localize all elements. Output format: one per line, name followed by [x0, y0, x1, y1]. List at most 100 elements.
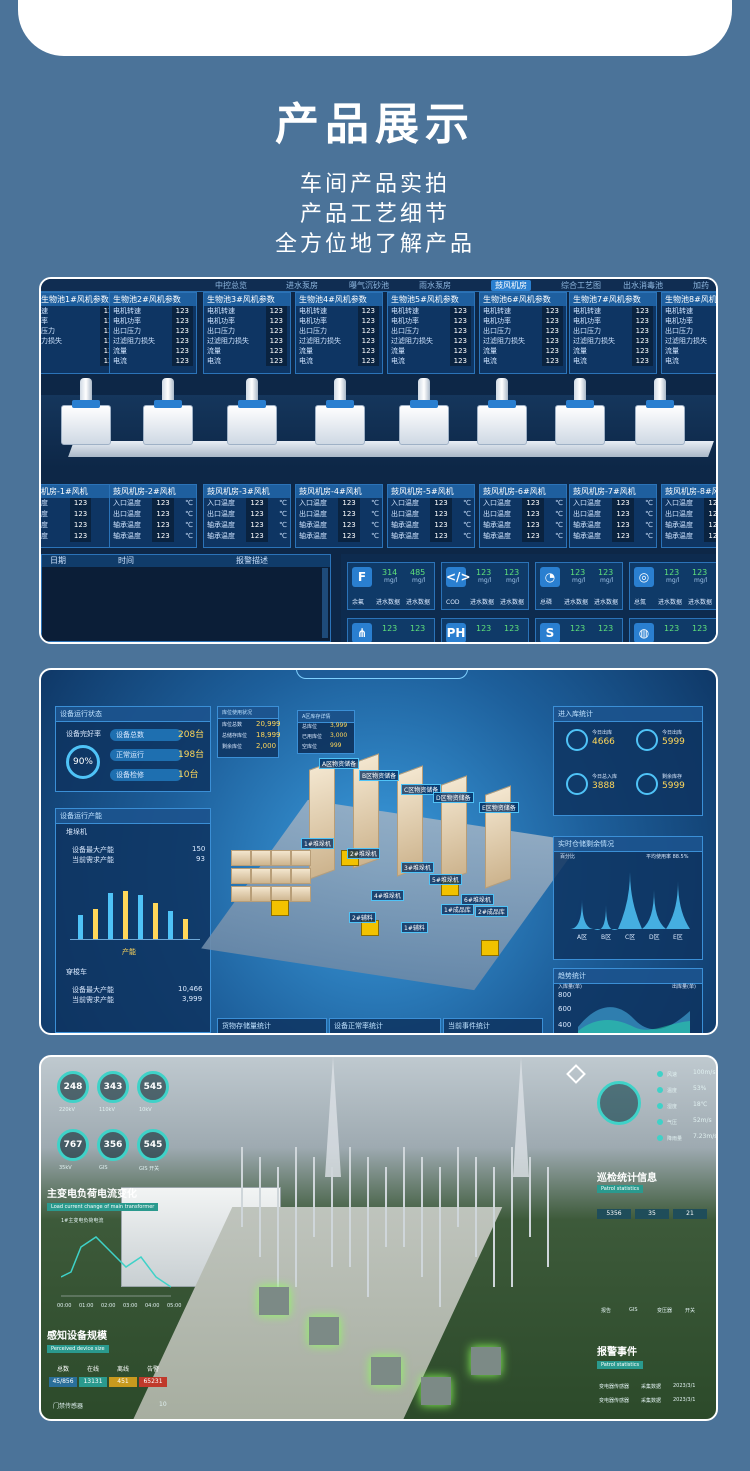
param-label: 轴承温度 [113, 521, 141, 529]
zone-tag[interactable]: 4#堆垛机 [371, 890, 404, 901]
transformer[interactable] [421, 1377, 451, 1405]
tab-process[interactable]: 综合工艺图 [561, 281, 601, 290]
steel-frame [457, 1147, 459, 1227]
zone-tag[interactable]: 5#堆垛机 [429, 874, 462, 885]
metric-value: 123 [410, 624, 426, 633]
zone-tag[interactable]: A区物资储备 [319, 758, 360, 769]
card-title: 机房-1#风机 [41, 485, 124, 498]
zone-tag[interactable]: E区物资储备 [479, 802, 519, 813]
alarm-scrollbar[interactable] [322, 568, 328, 638]
tab-rain-pump[interactable]: 雨水泵房 [419, 281, 451, 290]
zone-tag[interactable]: 2#成品库 [475, 906, 508, 917]
transformer[interactable] [471, 1347, 501, 1375]
zone-tag[interactable]: 6#堆垛机 [461, 894, 494, 905]
zone-tag[interactable]: 3#堆垛机 [401, 862, 434, 873]
zone-tag[interactable]: 2#堆垛机 [347, 848, 380, 859]
blower-machine[interactable] [635, 378, 685, 445]
zone-tag[interactable]: C区物资储备 [401, 784, 442, 795]
blower-machine[interactable] [315, 378, 365, 445]
zone-tag[interactable]: 1#辅料 [401, 922, 428, 933]
status-item-value: 10台 [178, 770, 199, 780]
storage-rack[interactable] [485, 785, 511, 889]
layers-icon[interactable] [566, 1064, 586, 1084]
param-label: 过滤阻力损失 [113, 337, 155, 345]
blower-machine[interactable] [477, 378, 527, 445]
forklift[interactable] [271, 900, 289, 916]
forklift[interactable] [481, 940, 499, 956]
zone-tag[interactable]: 1#堆垛机 [301, 838, 334, 849]
metric-value: 314 [382, 568, 398, 577]
tab-disinfect[interactable]: 出水消毒池 [623, 281, 663, 290]
cargo-box [231, 868, 251, 884]
steel-frame [313, 1157, 315, 1237]
storage-rack[interactable] [397, 765, 423, 877]
gate-label: 门禁传感器 [53, 1403, 84, 1410]
param-label: 轴承温度 [299, 521, 327, 529]
bottom-box-1: 货物存储量统计 [217, 1018, 327, 1033]
transformer[interactable] [371, 1357, 401, 1385]
output-bar [153, 903, 158, 939]
fan-param-card[interactable]: 生物池8#风机参数电机转速123电机功率123出口压力123过滤阻力损失123流… [661, 292, 716, 374]
tab-overview[interactable]: 中控总览 [215, 281, 247, 290]
machine-lid [72, 400, 100, 408]
param-label: 电机功率 [665, 317, 693, 325]
transformer[interactable] [259, 1287, 289, 1315]
steel-frame [421, 1157, 423, 1277]
blower-machine[interactable] [227, 378, 277, 445]
capacity-peak [642, 890, 666, 929]
blower-machine[interactable] [399, 378, 449, 445]
subtitle-line-1: 车间产品实拍 [299, 172, 450, 197]
metric-value: 123 [570, 624, 586, 633]
param-unit: ℃ [555, 499, 563, 507]
zone-tag[interactable]: 1#成品库 [441, 904, 474, 915]
tab-blower[interactable]: 鼓风机房 [491, 280, 531, 291]
metric-label: 进水数据 [658, 599, 683, 606]
tab-inlet-pump[interactable]: 进水泵房 [286, 281, 318, 290]
blower-machine[interactable] [143, 378, 193, 445]
output-bar [138, 895, 143, 939]
transformer[interactable] [309, 1317, 339, 1345]
param-value: 123 [69, 498, 92, 509]
zone-tag[interactable]: 2#辅料 [349, 912, 376, 923]
metric-value: 123 [598, 568, 614, 577]
info-value: 2,000 [256, 742, 277, 750]
zone-tag[interactable]: B区物资储备 [359, 770, 400, 781]
storage-rack[interactable] [309, 760, 335, 880]
blower-machine[interactable] [61, 378, 111, 445]
shuttle-label: 穿梭车 [66, 968, 87, 976]
sense-col-value: 45/856 [49, 1377, 77, 1387]
weather-label: 降雨量 [667, 1136, 683, 1142]
tab-dosing[interactable]: 加药 [693, 281, 709, 290]
tab-grit[interactable]: 曝气沉砂池 [349, 281, 389, 290]
box-title: 库位使用状况 [218, 707, 278, 719]
blower-card[interactable]: 鼓风机房-8#风机入口温度123℃出口温度123℃轴承温度123℃轴承温度123… [661, 484, 716, 548]
param-label: 力损失 [41, 337, 62, 345]
blower-machine[interactable] [555, 378, 605, 445]
zone-tag[interactable]: D区物资储备 [433, 792, 474, 803]
sense-subtitle: Perceived device size [47, 1345, 109, 1353]
